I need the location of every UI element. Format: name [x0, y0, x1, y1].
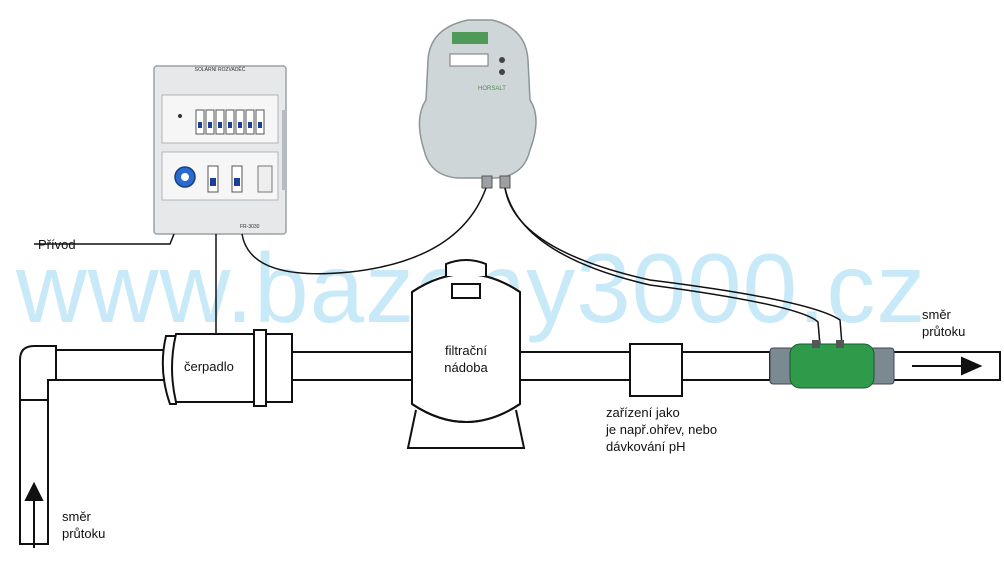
circuit-breakers-top — [178, 109, 265, 135]
salt-controller-unit — [418, 19, 537, 189]
device-label-line-3: dávkování pH — [606, 439, 686, 454]
flow-bottom-line-1: směr — [62, 509, 91, 524]
flow-direction-label-right: směr průtoku — [922, 306, 965, 340]
filter-label-line-2: nádoba — [444, 360, 488, 375]
electrical-cables — [34, 187, 843, 346]
filter-label-line-1: filtrační — [445, 343, 487, 358]
flow-direction-label-bottom: směr průtoku — [62, 508, 105, 542]
pipe-elbow — [19, 345, 57, 401]
pipe-segment-1 — [55, 349, 167, 381]
controller-brand-label: HORSALT — [478, 86, 506, 92]
device-label-line-1: zařízení jako — [606, 405, 680, 420]
flow-right-line-1: směr — [922, 307, 951, 322]
pipe-segment-3 — [519, 351, 631, 381]
flow-arrows — [24, 356, 983, 548]
electrolytic-cell — [769, 340, 895, 389]
panel-label: SOLÁRNÍ ROZVADĚČ — [194, 67, 246, 73]
panel-model-label: FR-3030 — [240, 224, 260, 230]
pipeline — [19, 259, 1001, 545]
power-supply-label: Přívod — [38, 237, 76, 252]
device-label: zařízení jako je např.ohřev, nebo dávkov… — [606, 404, 717, 455]
timer-dial-icon — [174, 166, 196, 188]
filter-label: filtrační nádoba — [436, 342, 496, 376]
pipe-segment-4 — [681, 351, 771, 381]
heater-device — [629, 343, 683, 397]
pump-body — [171, 333, 255, 403]
device-label-line-2: je např.ohřev, nebo — [606, 422, 718, 437]
circuit-breakers-bottom — [207, 165, 273, 193]
pipe-segment-2 — [291, 351, 413, 381]
pump-label: čerpadlo — [184, 359, 234, 374]
flow-right-line-2: průtoku — [922, 324, 966, 339]
flow-bottom-line-2: průtoku — [62, 526, 106, 541]
electrical-panel — [153, 65, 287, 235]
